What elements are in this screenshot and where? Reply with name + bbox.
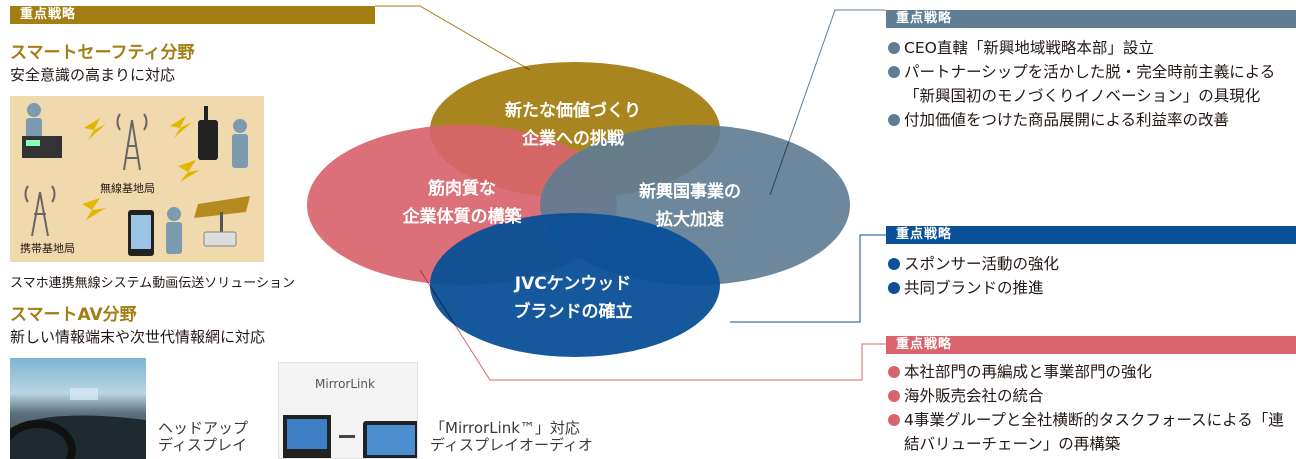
emerging-strategy-list: CEO直轄「新興地域戦略本部」設立 パートナーシップを活かした脱・完全時前主義に… (888, 36, 1296, 132)
solar-camera-icon (194, 196, 250, 247)
hud-label: ヘッドアップ ディスプレイ (158, 419, 249, 454)
smart-safety-illustration: 無線基地局 携帯基地局 (10, 96, 264, 262)
connector-blue (730, 234, 886, 323)
list-item: CEO直轄「新興地域戦略本部」設立 (888, 36, 1296, 60)
ellipse-brand (430, 213, 720, 357)
smart-safety-caption: スマホ連携無線システム動画伝送ソリューション (10, 276, 295, 291)
connector-red (419, 269, 886, 381)
list-item: 付加価値をつけた商品展開による利益率の改善 (888, 108, 1296, 132)
base-station-label: 無線基地局 (100, 182, 155, 195)
list-item: 4事業グループと全社横断的タスクフォースによる「連結バリューチェーン」の再構築 (888, 408, 1296, 456)
connector-gold (375, 5, 531, 71)
signal-bolt-icon (82, 116, 200, 220)
list-item: パートナーシップを活かした脱・完全時前主義による「新興国初のモノづくりイノベーシ… (888, 60, 1296, 108)
venn-label-right: 新興国事業の拡大加速 (639, 182, 741, 230)
structure-strategy-list: 本社部門の再編成と事業部門の強化 海外販売会社の統合 4事業グループと全社横断的… (888, 360, 1296, 456)
smart-safety-subtitle: 安全意識の高まりに対応 (10, 66, 176, 84)
mirrorlink-photo: MirrorLink (278, 362, 418, 459)
smart-safety-title: スマートセーフティ分野 (10, 43, 195, 63)
person-icon (232, 119, 248, 168)
smart-av-title: スマートAV分野 (10, 305, 137, 325)
strategy-badge-brand: 重点戦略 (886, 226, 1296, 244)
mirrorlink-logo: MirrorLink (315, 377, 375, 391)
list-item: 本社部門の再編成と事業部門の強化 (888, 360, 1296, 384)
venn-label-bottom: JVCケンウッドブランドの確立 (513, 274, 633, 322)
brand-strategy-list: スポンサー活動の強化 共同ブランドの推進 (888, 252, 1296, 300)
radio-tower-icon (24, 113, 148, 237)
strategy-badge-emerging: 重点戦略 (886, 10, 1296, 28)
venn-label-top: 新たな価値づくり企業への挑戦 (505, 101, 641, 149)
smart-av-subtitle: 新しい情報端末や次世代情報網に対応 (10, 328, 266, 346)
mirrorlink-label: 「MirrorLink™」対応 ディスプレイオーディオ (430, 419, 593, 454)
list-item: 海外販売会社の統合 (888, 384, 1296, 408)
list-item: 共同ブランドの推進 (888, 276, 1296, 300)
cell-station-label: 携帯基地局 (20, 242, 75, 255)
strategy-badge-left: 重点戦略 (10, 6, 375, 24)
hud-car-photo (10, 358, 146, 459)
handheld-radio-icon (198, 106, 218, 160)
radio-unit-icon (22, 136, 62, 158)
person-icon (166, 207, 182, 254)
list-item: スポンサー活動の強化 (888, 252, 1296, 276)
venn-label-left: 筋肉質な企業体質の構築 (402, 179, 522, 227)
smartphone-icon (128, 210, 154, 256)
strategy-badge-structure: 重点戦略 (886, 336, 1296, 354)
connector-steel (769, 9, 886, 196)
